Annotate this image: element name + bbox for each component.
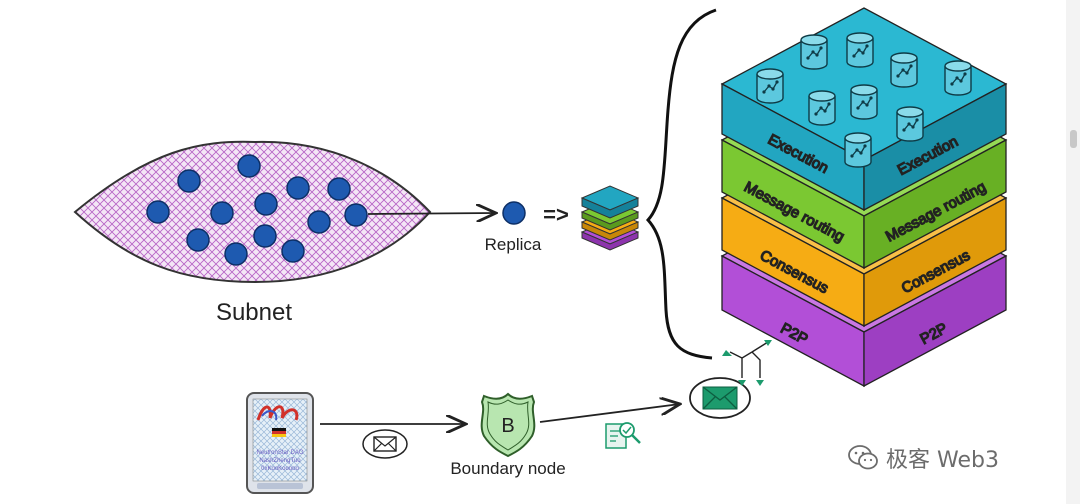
subnet-node — [254, 192, 278, 216]
canisters — [756, 32, 972, 168]
verify-document-icon — [605, 422, 641, 449]
subnet-node — [237, 154, 261, 178]
boundary-node-label: Boundary node — [450, 459, 565, 478]
phone-line-1: NeutronStar DAO — [256, 450, 303, 456]
subnet-node — [286, 176, 310, 200]
subnet-node — [210, 201, 234, 225]
subnet-node — [327, 177, 351, 201]
phone-line-2: NashZhengTuo — [259, 458, 301, 464]
subnet-nodes — [146, 154, 368, 266]
scrollbar-thumb[interactable] — [1070, 130, 1077, 148]
watermark-text: 极客 Web3 — [886, 448, 999, 473]
subnet-group: Subnet — [73, 140, 432, 326]
subnet-node — [344, 203, 368, 227]
envelope-icon — [362, 429, 408, 459]
canister-icon — [756, 68, 784, 104]
subnet-label: Subnet — [216, 299, 292, 326]
replica-label: Replica — [485, 235, 542, 254]
vertical-scrollbar[interactable] — [1066, 0, 1080, 504]
subnet-node — [177, 169, 201, 193]
boundary-to-subnet-arrow — [539, 404, 680, 423]
canister-icon — [800, 34, 828, 70]
canister-icon — [944, 60, 972, 96]
canister-icon — [890, 52, 918, 88]
canister-icon — [850, 84, 878, 120]
phone-line-3: 0xKooKooooo — [261, 466, 299, 472]
canister-icon — [896, 106, 924, 142]
replica-group: Replica => — [485, 201, 569, 254]
subnet-node — [146, 200, 170, 224]
boundary-letter: B — [501, 415, 514, 437]
phone-device: NeutronStar DAO NashZhengTuo 0xKooKooooo — [246, 392, 314, 494]
subnet-node — [253, 224, 277, 248]
curly-brace — [645, 8, 717, 360]
watermark: 极客 Web3 — [848, 442, 999, 474]
canister-icon — [808, 90, 836, 126]
message-envelope-icon — [689, 377, 751, 419]
subnet-shape — [73, 140, 432, 284]
subnet-node — [281, 239, 305, 263]
subnet-node — [186, 228, 210, 252]
equals-arrow: => — [543, 202, 569, 227]
canister-icon — [846, 32, 874, 68]
canister-icon — [844, 132, 872, 168]
layer-execution: Execution Execution — [720, 7, 1008, 212]
subnet-node — [224, 242, 248, 266]
routing-arrows-icon — [722, 340, 772, 386]
subnet-to-replica-arrow — [367, 213, 496, 214]
wechat-icon — [848, 445, 878, 470]
layer-stack: P2P P2P Consensus Consensus Message rout… — [720, 7, 1008, 388]
mini-stack-icon — [580, 185, 640, 251]
replica-node — [502, 201, 526, 225]
boundary-node-shield: B — [480, 392, 536, 458]
subnet-node — [307, 210, 331, 234]
